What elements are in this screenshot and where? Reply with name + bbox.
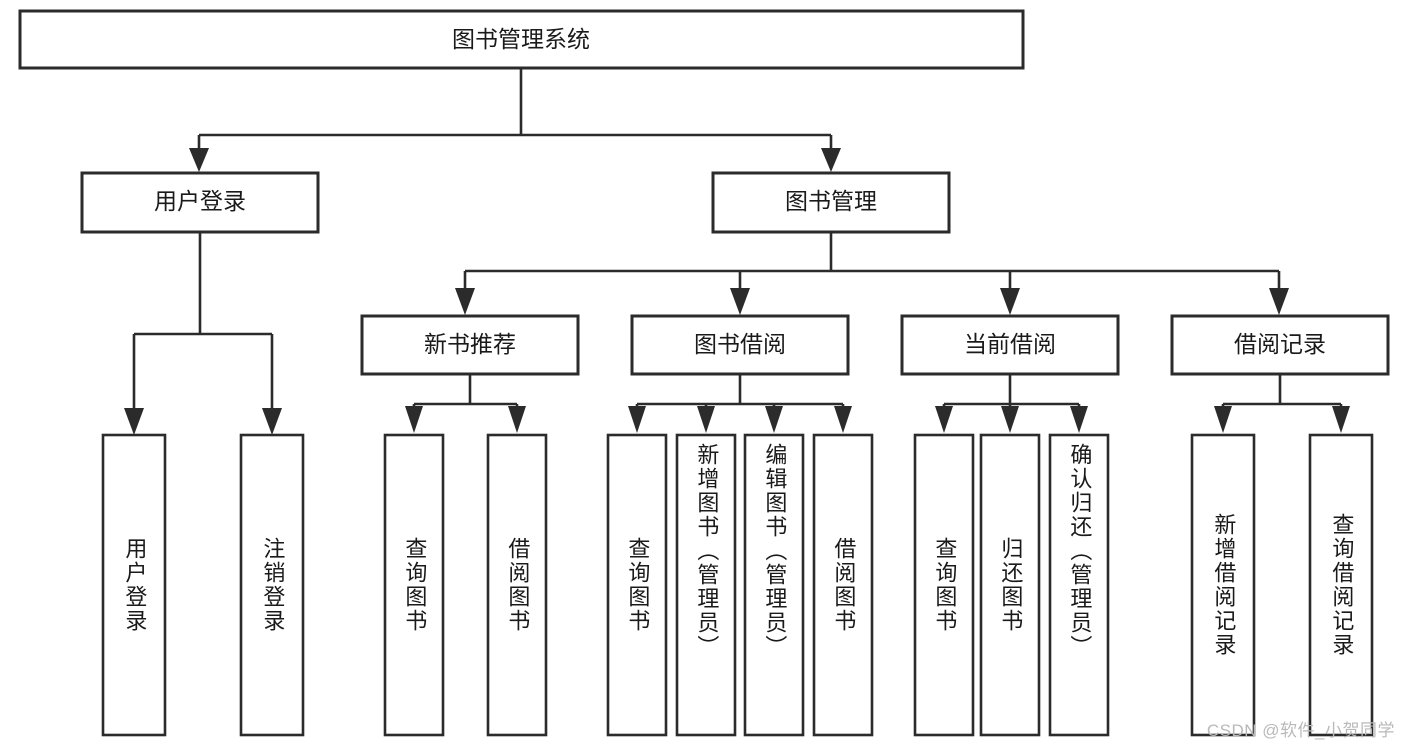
node-root: [18, 9, 1025, 70]
node-borrow-record: [1170, 314, 1390, 376]
node-current-borrow: [900, 314, 1120, 376]
node-leaf-query-book-2: [606, 433, 668, 737]
arrow-current-leaf-1: [935, 406, 953, 433]
node-new-book-recommend: [360, 314, 580, 376]
node-leaf-query-book-3: [913, 433, 975, 737]
arrow-newbook-leaf-1: [405, 406, 423, 433]
node-leaf-borrow-book-2: [812, 433, 874, 737]
arrow-userlogin-leaf-2: [262, 408, 282, 435]
node-leaf-borrow-book-1: [486, 433, 548, 737]
arrow-root-to-book-mgmt: [821, 148, 841, 172]
arrow-bookmgmt-to-borrow: [730, 288, 750, 315]
node-leaf-query-borrow-record: [1308, 433, 1374, 737]
label-current-borrow: 当前借阅: [964, 331, 1056, 357]
node-leaf-confirm-return-admin: [1048, 433, 1110, 737]
label-user-login: 用户登录: [154, 188, 246, 214]
node-book-borrow: [630, 314, 850, 376]
node-book-management: [711, 171, 951, 234]
arrow-current-leaf-2: [1001, 406, 1019, 433]
node-leaf-return-book: [979, 433, 1041, 737]
arrow-record-leaf-2: [1332, 406, 1350, 433]
label-root: 图书管理系统: [452, 26, 590, 52]
watermark-text: CSDN @软件_小贺同学: [1206, 721, 1395, 740]
node-leaf-query-book-1: [383, 433, 445, 737]
arrow-borrow-leaf-2: [697, 406, 715, 433]
node-leaf-add-borrow-record: [1190, 433, 1256, 737]
arrow-borrow-leaf-4: [834, 406, 852, 433]
arrow-newbook-leaf-2: [508, 406, 526, 433]
arrow-borrow-leaf-1: [628, 406, 646, 433]
label-book-management: 图书管理: [785, 188, 877, 214]
label-book-borrow: 图书借阅: [694, 331, 786, 357]
arrow-bookmgmt-to-current: [1000, 288, 1020, 315]
arrow-bookmgmt-to-record: [1269, 288, 1289, 315]
node-leaf-edit-book-admin: [743, 433, 805, 737]
node-leaf-user-login: [101, 433, 167, 737]
arrow-bookmgmt-to-newbook: [455, 288, 475, 315]
arrow-record-leaf-1: [1214, 406, 1232, 433]
arrow-userlogin-leaf-1: [124, 408, 144, 435]
label-new-book-recommend: 新书推荐: [424, 331, 516, 357]
node-leaf-add-book-admin: [675, 433, 737, 737]
label-borrow-record: 借阅记录: [1234, 331, 1326, 357]
arrow-borrow-leaf-3: [765, 406, 783, 433]
node-leaf-logout: [239, 433, 305, 737]
arrow-root-to-user-login: [189, 148, 209, 172]
arrow-current-leaf-3: [1070, 406, 1088, 433]
